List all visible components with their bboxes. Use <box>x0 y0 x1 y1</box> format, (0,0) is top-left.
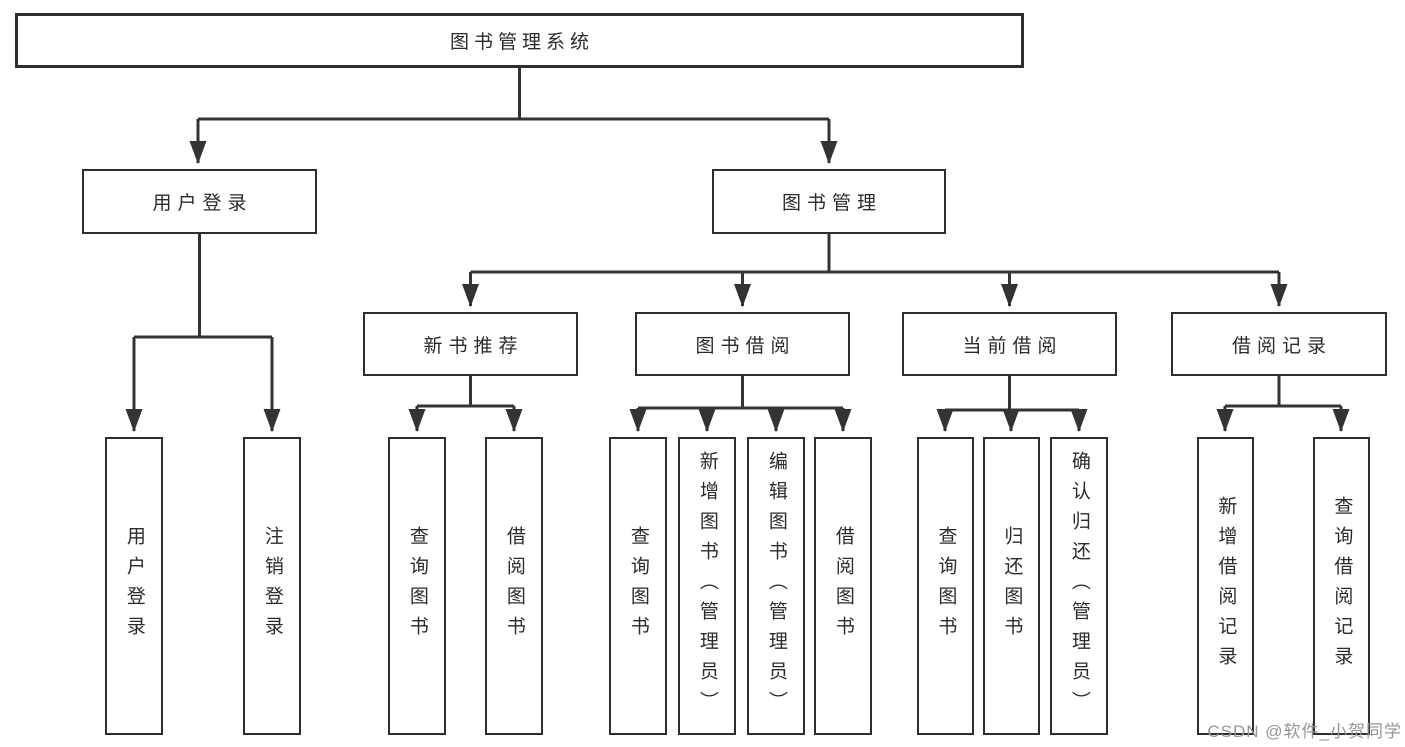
leaf-newbooks-query-books-label: 查询图书 <box>406 526 428 646</box>
leaf-newbooks-borrow-books: 借阅图书 <box>485 437 543 735</box>
leaf-newbooks-borrow-books-label: 借阅图书 <box>503 526 525 646</box>
leaf-newbooks-query-books: 查询图书 <box>388 437 446 735</box>
leaf-borrow-edit-books-admin: 编辑图书（管理员） <box>747 437 805 735</box>
leaf-current-return-books: 归还图书 <box>983 437 1040 735</box>
csdn-watermark: CSDN @软件_小贺同学 <box>1207 722 1402 741</box>
leaf-current-return-books-label: 归还图书 <box>1001 526 1023 646</box>
leaf-logout: 注销登录 <box>243 437 301 735</box>
leaf-user-login: 用户登录 <box>105 437 163 735</box>
node-book-borrowing-label: 图书借阅 <box>695 335 796 357</box>
leaf-current-confirm-return-admin: 确认归还（管理员） <box>1050 437 1108 735</box>
node-current-borrowing: 当前借阅 <box>902 312 1117 376</box>
node-borrowing-records: 借阅记录 <box>1171 312 1387 376</box>
connector-book-mgmt-to-level3 <box>462 234 1288 307</box>
connector-new-books-children <box>408 376 523 432</box>
leaf-borrow-add-books-admin: 新增图书（管理员） <box>678 437 736 735</box>
leaf-records-add-record: 新增借阅记录 <box>1197 437 1254 735</box>
leaf-borrow-borrow-books-label: 借阅图书 <box>832 526 854 646</box>
node-user-login-label: 用户登录 <box>152 193 253 214</box>
node-new-book-recommendation-label: 新书推荐 <box>423 335 524 357</box>
leaf-borrow-add-books-admin-label: 新增图书（管理员） <box>696 451 718 721</box>
node-root-label: 图书管理系统 <box>449 32 594 53</box>
node-borrowing-records-label: 借阅记录 <box>1231 335 1332 357</box>
node-new-book-recommendation: 新书推荐 <box>363 312 578 376</box>
node-current-borrowing-label: 当前借阅 <box>962 335 1063 357</box>
connector-records-children <box>1216 376 1350 432</box>
connector-borrow-children <box>629 376 852 432</box>
leaf-borrow-query-books-label: 查询图书 <box>627 526 649 646</box>
leaf-current-query-books: 查询图书 <box>917 437 974 735</box>
leaf-records-query-record-label: 查询借阅记录 <box>1331 496 1353 676</box>
leaf-borrow-query-books: 查询图书 <box>609 437 667 735</box>
leaf-current-confirm-return-admin-label: 确认归还（管理员） <box>1068 451 1090 721</box>
connector-current-children <box>936 376 1088 432</box>
leaf-records-query-record: 查询借阅记录 <box>1313 437 1370 735</box>
node-book-management: 图书管理 <box>712 169 946 234</box>
node-book-management-label: 图书管理 <box>781 193 882 214</box>
leaf-user-login-label: 用户登录 <box>123 526 145 646</box>
node-user-login: 用户登录 <box>82 169 317 234</box>
node-book-borrowing: 图书借阅 <box>635 312 850 376</box>
connector-user-login-children <box>125 234 281 432</box>
node-root-library-system: 图书管理系统 <box>15 13 1024 68</box>
leaf-borrow-edit-books-admin-label: 编辑图书（管理员） <box>765 451 787 721</box>
leaf-current-query-books-label: 查询图书 <box>935 526 957 646</box>
leaf-borrow-borrow-books: 借阅图书 <box>814 437 872 735</box>
leaf-logout-label: 注销登录 <box>261 526 283 646</box>
connector-root-to-level2 <box>189 68 838 164</box>
leaf-records-add-record-label: 新增借阅记录 <box>1215 496 1237 676</box>
